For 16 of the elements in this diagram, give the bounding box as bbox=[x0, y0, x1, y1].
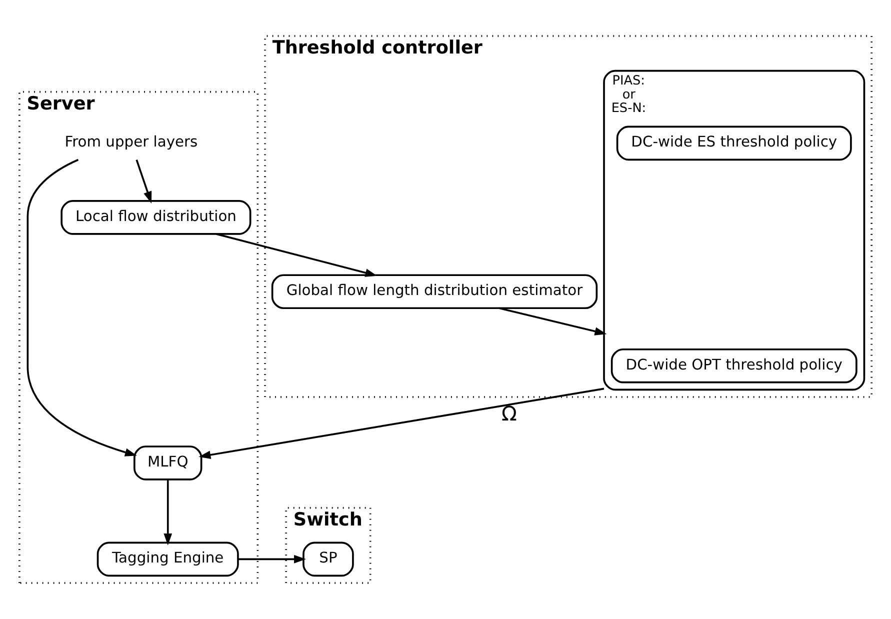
node-box: Tagging Engine bbox=[96, 542, 239, 577]
arrow bbox=[26, 158, 137, 456]
arrow bbox=[498, 307, 607, 336]
arrow bbox=[136, 160, 152, 204]
node-box: DC-wide OPT threshold policy bbox=[610, 348, 858, 384]
node-box: Global flow length distribution estimator bbox=[271, 274, 598, 310]
arrow bbox=[238, 555, 306, 564]
edge-label: Ω bbox=[501, 401, 517, 426]
arrow bbox=[198, 388, 604, 460]
arrow bbox=[164, 479, 172, 546]
arrow bbox=[216, 233, 378, 277]
node-text: From upper layers bbox=[64, 134, 198, 151]
node-box: Local flow distribution bbox=[60, 200, 252, 235]
node-box: SP bbox=[302, 542, 354, 577]
node-box: MLFQ bbox=[134, 446, 202, 480]
node-box: DC-wide ES threshold policy bbox=[616, 126, 852, 161]
